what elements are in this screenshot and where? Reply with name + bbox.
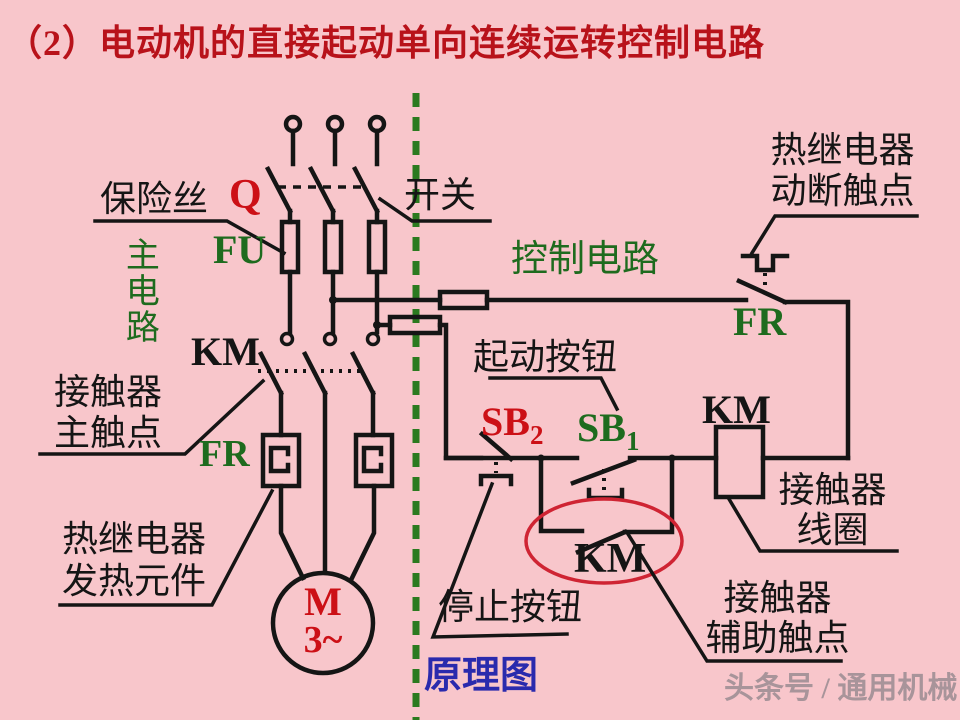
switch-label: 开关 xyxy=(404,175,477,215)
fuse-fu-symbol xyxy=(279,219,388,335)
fr-left-symbol-label: FR xyxy=(199,433,250,475)
slide-title: （2）电动机的直接起动单向连续运转控制电路 xyxy=(6,23,766,63)
highlight-ellipse xyxy=(524,497,684,585)
motor-m-label: M xyxy=(304,579,342,624)
q-symbol-label: Q xyxy=(229,172,262,218)
motor-phases-label: 3~ xyxy=(303,619,343,661)
fr-top-symbol-label: FR xyxy=(733,299,787,344)
schematic-label: 原理图 xyxy=(424,655,539,697)
thermal-nc-contact-symbol xyxy=(736,253,851,461)
contactor-main-contacts-symbol xyxy=(257,331,381,575)
stop-button-label: 停止按钮 xyxy=(438,587,583,627)
thermal-nc-label: 热继电器 动断触点 xyxy=(770,130,915,211)
thermal-heater-label: 热继电器 发热元件 xyxy=(61,519,206,601)
watermark: 头条号 / 通用机械 xyxy=(724,672,958,705)
contactor-aux-contact-symbol xyxy=(524,455,684,585)
motor-symbol xyxy=(270,570,376,676)
sb2-symbol-label: SB2 xyxy=(481,399,544,450)
fu-symbol-label: FU xyxy=(213,227,267,272)
knife-switch-q-symbol xyxy=(264,114,387,225)
contactor-main-label: 接触器 主触点 xyxy=(53,372,162,453)
stop-button-symbol xyxy=(443,430,580,487)
km-aux-symbol-label: KM xyxy=(574,536,647,582)
contactor-coil-label: 接触器 线圈 xyxy=(778,470,887,550)
start-button-label: 起动按钮 xyxy=(473,337,618,377)
thermal-heater-elements-symbol xyxy=(260,432,395,582)
km-coil-symbol-label: KM xyxy=(702,387,771,432)
fuse-label: 保险丝 xyxy=(100,179,209,219)
control-circuit-label: 控制电路 xyxy=(511,239,659,280)
sb1-symbol-label: SB1 xyxy=(577,405,640,456)
start-button-symbol xyxy=(537,454,719,501)
contactor-aux-label: 接触器 辅助触点 xyxy=(705,578,850,658)
main-circuit-label: 主电路 xyxy=(120,237,158,345)
label-leader-lines xyxy=(38,196,919,663)
km-main-symbol-label: KM xyxy=(191,329,260,374)
contactor-coil-symbol xyxy=(713,424,851,500)
